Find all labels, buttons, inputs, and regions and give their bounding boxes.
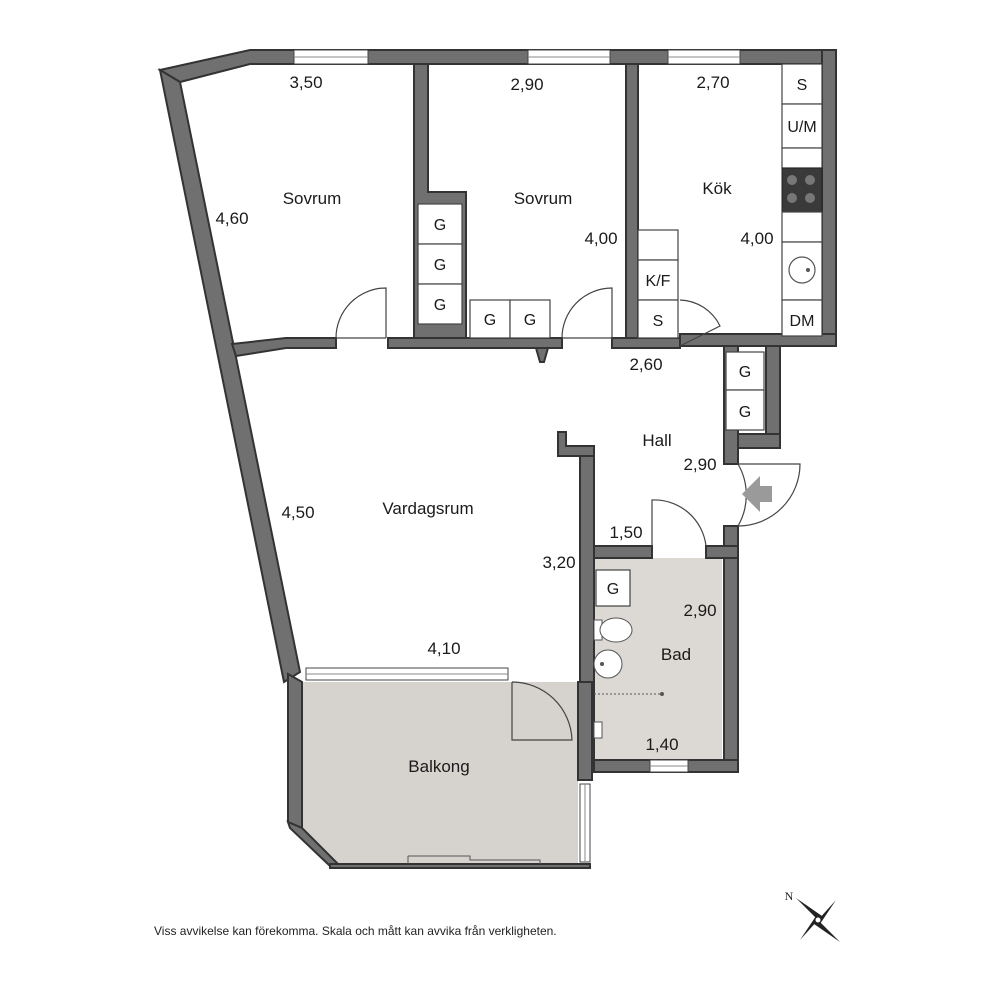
wall-stub [534,347,550,363]
shower-rail-icon [594,692,664,696]
door-entrance-swing[interactable] [737,463,801,527]
dim-hall-width: 2,60 [629,355,662,374]
cabinet-label: G [607,581,619,598]
door-kok[interactable] [679,299,721,347]
disclaimer-text: Viss avvikelse kan förekomma. Skala och … [154,924,557,938]
kitchen-right-cabinets: S U/M DM [781,63,823,337]
cabinet-label: S [797,77,808,94]
toilet-icon [593,617,633,643]
cabinet-label: G [524,312,536,329]
dim-vardagsrum-width: 4,10 [427,639,460,658]
dim-sovrum1-depth: 4,60 [215,209,248,228]
cabinet-label: U/M [787,119,816,136]
room-label-bad: Bad [661,645,691,664]
dim-vardagsrum-side: 3,20 [542,553,575,572]
door-sovrum2[interactable] [561,287,613,339]
cabinet-label: G [484,312,496,329]
washbasin-icon [593,649,623,679]
sink-icon [788,256,816,284]
room-label-sovrum2: Sovrum [514,189,573,208]
room-label-kok: Kök [702,179,732,198]
balcony-sliding-panels [407,855,541,864]
wall-balcony-bottom [329,863,591,869]
bath-cabinet: G [595,569,631,607]
wall-bedrooms-bottom-left [230,337,337,358]
room-label-hall: Hall [642,431,671,450]
wall-balcony-right [577,681,593,781]
dim-kok-width: 2,70 [696,73,729,92]
dim-sovrum2-width: 2,90 [510,75,543,94]
dim-hall-small: 1,50 [609,523,642,542]
bath-floor [594,558,722,760]
wardrobe-bedroom2: G G [469,299,551,339]
cabinet-label: G [739,364,751,381]
cabinet-label: G [434,257,446,274]
room-label-vardagsrum: Vardagsrum [382,499,473,518]
compass-north-label: N [785,889,794,903]
door-balcony[interactable] [511,681,573,741]
wardrobe-hall: G G [725,351,765,431]
wall-notch [557,431,595,457]
wall-bath-top [593,545,653,559]
cabinet-label: G [739,404,751,421]
cabinet-label: S [653,313,664,330]
compass-icon: N [785,889,840,942]
dim-bad-depth: 2,90 [683,601,716,620]
wall-bedrooms-bottom-mid [387,337,563,349]
wardrobe-bedroom1: G G G [417,203,463,325]
door-bad[interactable] [651,499,707,547]
stove-icon [781,167,823,213]
dim-sovrum1-width: 3,50 [289,73,322,92]
room-label-balkong: Balkong [408,757,469,776]
cabinet-label: G [434,297,446,314]
room-label-sovrum1: Sovrum [283,189,342,208]
wall-entrance-lower [723,525,739,773]
wall-hall-right-upper [765,345,781,449]
cabinet-label: DM [790,313,815,330]
dim-sovrum2-depth: 4,00 [584,229,617,248]
dim-vardagsrum-depth: 4,50 [281,503,314,522]
wall-balcony-left [287,672,303,830]
door-sovrum1[interactable] [335,287,387,339]
dim-bad-width: 1,40 [645,735,678,754]
dim-hall-depth: 2,90 [683,455,716,474]
cabinet-label: K/F [646,273,671,290]
cabinet-label: G [434,217,446,234]
wall-kitchen-divider [625,63,639,345]
dim-kok-depth: 4,00 [740,229,773,248]
entrance-arrow-icon [742,476,772,512]
wall-left-slanted [158,67,302,684]
balcony-floor [302,682,578,864]
wall-bedrooms-bottom-right [611,337,681,349]
kitchen-left-cabinets: K/F S [637,229,679,339]
shower-head-icon [593,721,603,739]
wall-kitchen-right [821,49,837,347]
wall-bath-top-right [705,545,739,559]
